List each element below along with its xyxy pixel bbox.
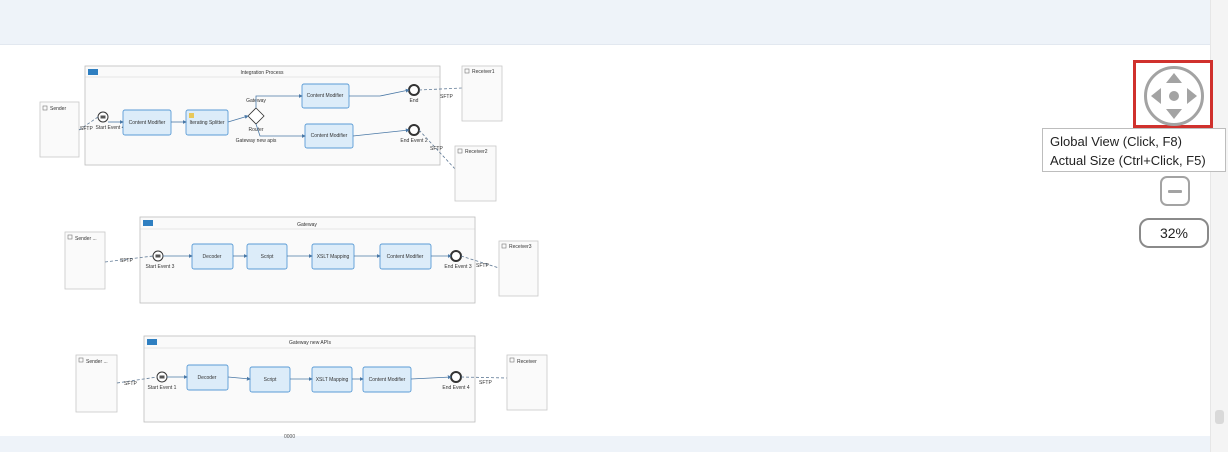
task-label: Content Modifier (369, 377, 406, 383)
pan-navigation-icon[interactable] (1144, 66, 1204, 126)
router-label: Router (248, 127, 263, 133)
message-icon (155, 254, 161, 258)
sap-logo-icon (88, 69, 98, 75)
zoom-out-button[interactable] (1160, 176, 1190, 206)
end-event-label: End Event 2 (400, 138, 427, 144)
zoom-level-indicator[interactable]: 32% (1139, 218, 1209, 248)
task-label: Content Modifier (311, 133, 348, 139)
receiver3-participant[interactable] (498, 240, 539, 297)
participant-icon (67, 234, 73, 240)
task-label: Content Modifier (387, 254, 424, 260)
participant-icon (42, 105, 48, 111)
sender-label: Sender ... (75, 236, 97, 242)
protocol-label: SFTP (476, 263, 489, 269)
top-toolbar (0, 0, 1210, 45)
start-event-label: Start Event 3 (146, 264, 175, 270)
end-event-label: End Event 3 (444, 264, 471, 270)
sap-logo-icon (143, 220, 153, 226)
footer-label: 0000 (284, 434, 296, 440)
pool-title: Gateway new APIs (289, 340, 331, 346)
pan-arrows-icon (1151, 73, 1197, 119)
vertical-scrollbar[interactable] (1210, 0, 1228, 452)
protocol-label: SFTP (479, 380, 492, 386)
protocol-label: SFTP (80, 126, 93, 132)
pool-title: Gateway (297, 222, 317, 228)
participant-icon (509, 357, 515, 363)
receiver2-participant[interactable] (454, 145, 497, 202)
protocol-label: SFTP (440, 94, 453, 100)
splitter-icon (189, 113, 194, 118)
task-label: Decoder (198, 375, 217, 381)
participant-icon (464, 68, 470, 74)
message-icon (100, 115, 106, 119)
sender-participant[interactable] (75, 354, 118, 413)
sender-participant[interactable] (64, 231, 106, 290)
end-event-4[interactable] (450, 371, 462, 383)
sap-logo-icon (147, 339, 157, 345)
participant-icon (78, 357, 84, 363)
task-label: Content Modifier (307, 93, 344, 99)
end-event[interactable] (408, 84, 420, 96)
task-label: Script (261, 254, 274, 260)
end-event-label: End (410, 98, 419, 104)
end-event-2[interactable] (408, 124, 420, 136)
router-gateway[interactable] (247, 107, 265, 125)
receiver-label: Receiver2 (465, 149, 488, 155)
pool-title: Integration Process (240, 70, 284, 76)
start-event-label: Start Event 4 (96, 125, 125, 131)
protocol-label: SFTP (430, 146, 443, 152)
participant-icon (457, 148, 463, 154)
task-label: Content Modifier (129, 120, 166, 126)
tooltip-actual-size: Actual Size (Ctrl+Click, F5) (1050, 153, 1206, 168)
navigator-highlight-box (1133, 60, 1213, 128)
message-icon (159, 375, 165, 379)
end-event-label: End Event 4 (442, 385, 469, 391)
receiver1-participant[interactable] (461, 65, 503, 122)
start-event-label: Start Event 1 (148, 385, 177, 391)
route-label: Gateway new apis (236, 138, 277, 144)
task-label: Decoder (203, 254, 222, 260)
receiver-label: Receiver1 (472, 69, 495, 75)
receiver-label: Receiver (517, 359, 537, 365)
tooltip-global-view: Global View (Click, F8) (1050, 134, 1182, 149)
sender-label: Sender (50, 106, 66, 112)
sender-participant[interactable] (39, 101, 80, 158)
task-label: XSLT Mapping (316, 377, 349, 383)
task-label: Script (264, 377, 277, 383)
sender-label: Sender ... (86, 359, 108, 365)
protocol-label: SFTP (124, 381, 137, 387)
task-label: XSLT Mapping (317, 254, 350, 260)
receiver-label: Receiver3 (509, 244, 532, 250)
bottom-bar (0, 436, 1210, 452)
task-label: Iterating Splitter (189, 120, 224, 126)
navigator-tooltip: Global View (Click, F8) Actual Size (Ctr… (1042, 128, 1226, 172)
receiver-participant[interactable] (506, 354, 548, 411)
participant-icon (501, 243, 507, 249)
integration-flow-canvas[interactable]: Sender Integration Process Start Event 4… (0, 0, 1210, 436)
scrollbar-thumb[interactable] (1215, 410, 1224, 424)
protocol-label: SFTP (120, 258, 133, 264)
end-event-3[interactable] (450, 250, 462, 262)
